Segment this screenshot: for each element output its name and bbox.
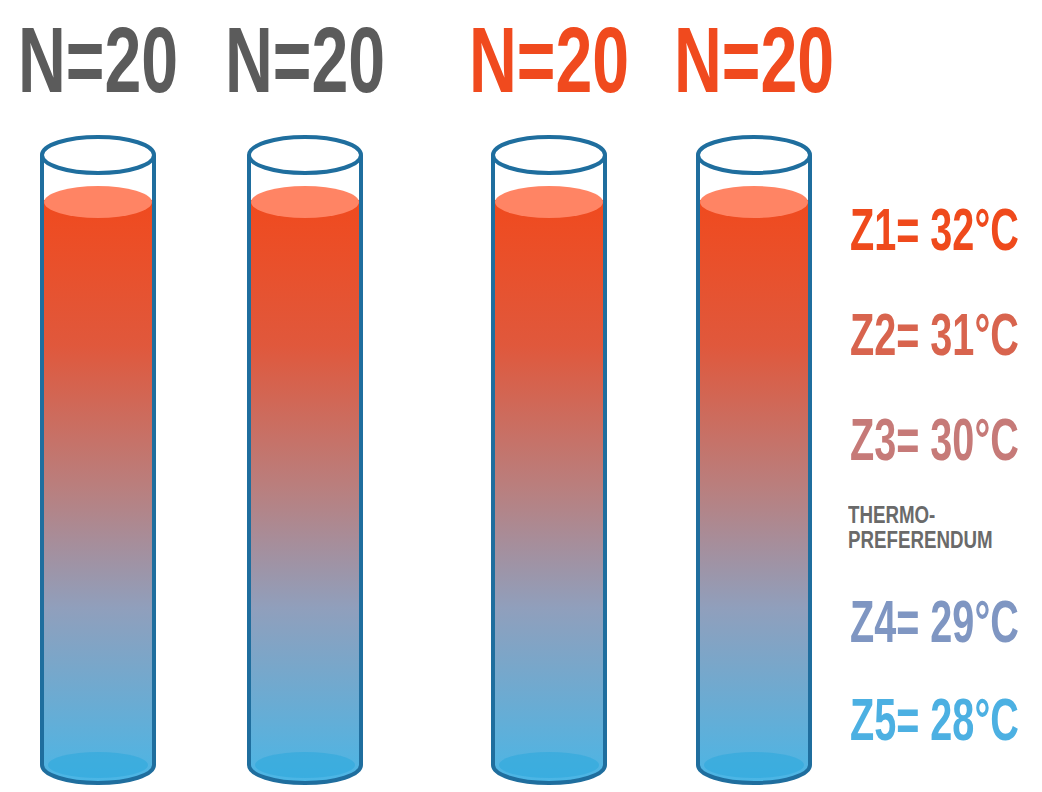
sample-size: N=20 [18, 14, 178, 106]
zone-label: Z4= 29°C [850, 592, 1019, 652]
thermopreferendum-note: THERMO- PREFERENDUM [848, 502, 981, 552]
sample-size: N=20 [469, 14, 629, 106]
test-tube [42, 137, 154, 783]
zone-label: Z5= 28°C [850, 690, 1019, 750]
test-tube [698, 137, 810, 783]
test-tube [493, 137, 605, 783]
zone-label: Z2= 31°C [850, 305, 1019, 365]
test-tube [249, 137, 361, 783]
zone-label: Z3= 30°C [850, 410, 1019, 470]
sample-size: N=20 [225, 14, 385, 106]
sample-size: N=20 [674, 14, 834, 106]
zone-label: Z1= 32°C [850, 200, 1019, 260]
